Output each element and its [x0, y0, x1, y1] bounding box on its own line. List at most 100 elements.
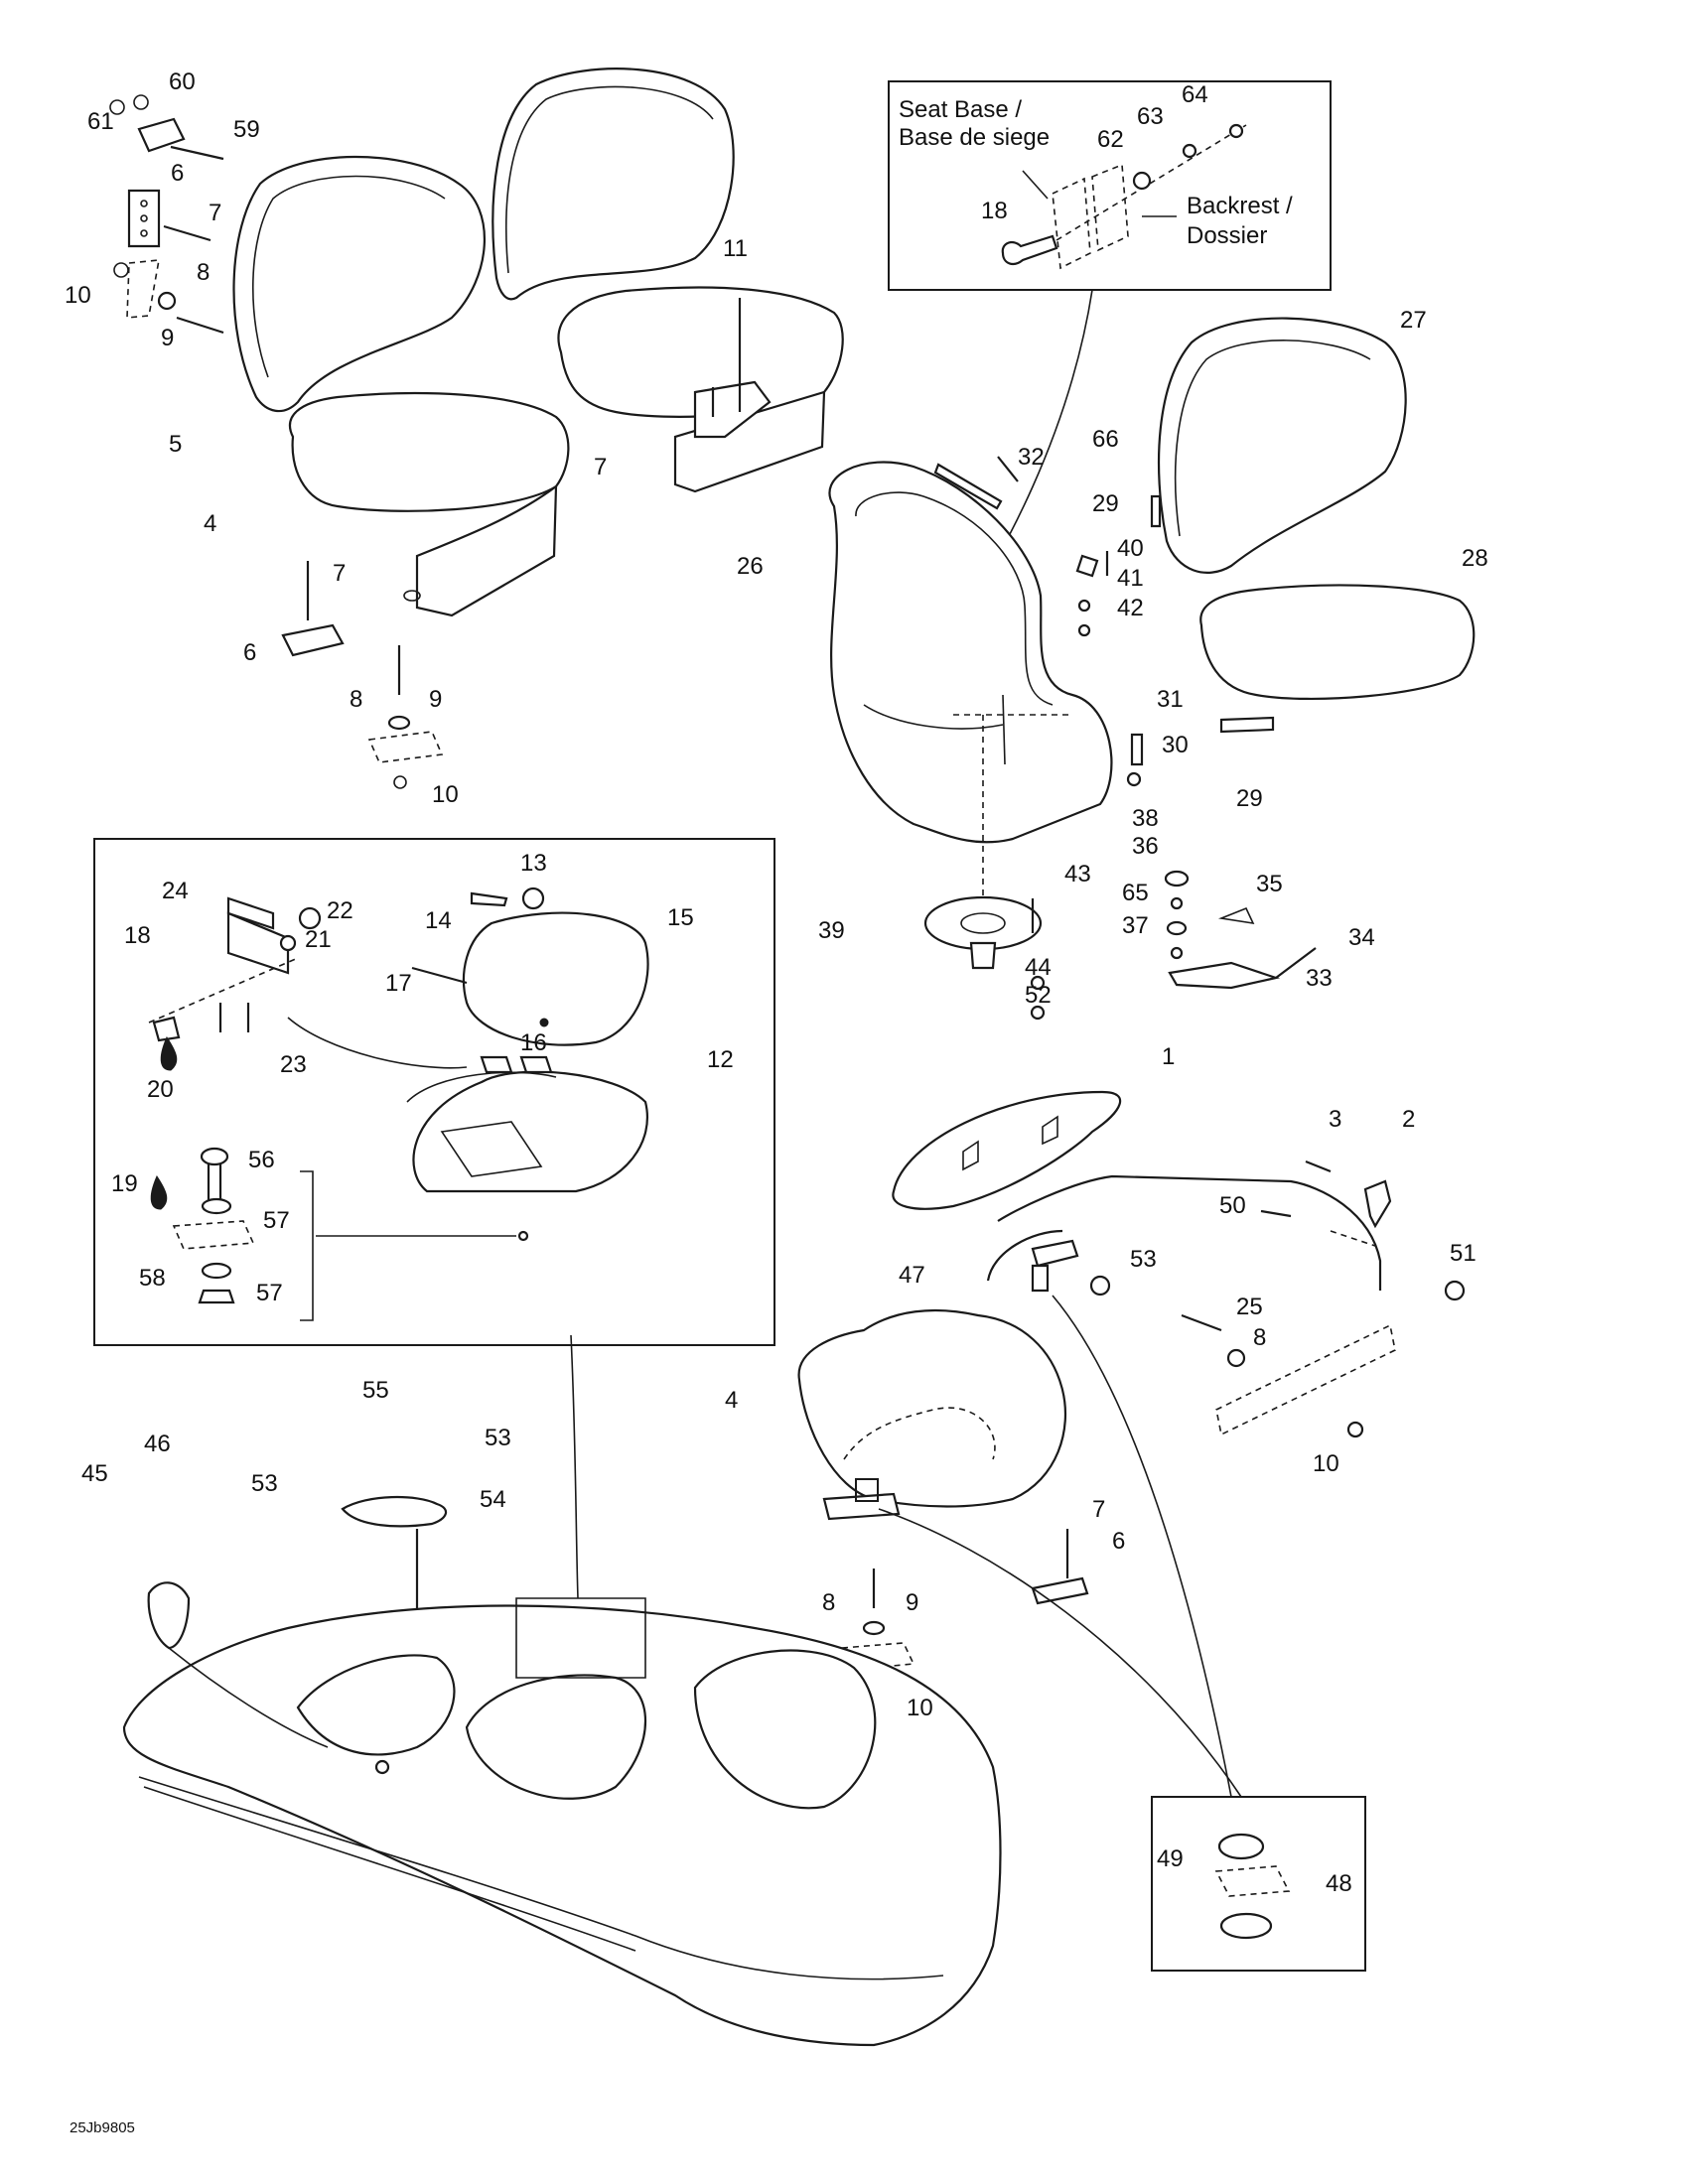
callout-number: 49	[1157, 1845, 1184, 1872]
callout-number: 61	[87, 108, 114, 135]
callout-number: 15	[667, 904, 694, 931]
callout-number: 9	[906, 1589, 918, 1616]
callout-number: 34	[1348, 924, 1375, 951]
callout-number: 23	[280, 1051, 307, 1078]
callout-number: 4	[725, 1387, 738, 1414]
callout-number: 29	[1092, 490, 1119, 517]
callout-number: 53	[485, 1425, 511, 1451]
callout-number: 42	[1117, 595, 1144, 621]
callout-number: 39	[818, 917, 845, 944]
callout-number: 31	[1157, 686, 1184, 713]
callout-number: 14	[425, 907, 452, 934]
inset-grommet	[1151, 1796, 1366, 1972]
callout-number: 65	[1122, 880, 1149, 906]
callout-number: 58	[139, 1265, 166, 1292]
rear-seat-assembly	[797, 1295, 1242, 1798]
callout-number: 36	[1132, 833, 1159, 860]
callout-number: 6	[171, 160, 184, 187]
callout-number: 28	[1462, 545, 1488, 572]
callout-number: 3	[1329, 1106, 1341, 1133]
callout-number: 57	[256, 1280, 283, 1306]
backrest-bracket-assembly	[892, 1090, 1466, 1438]
callout-number: 44	[1025, 954, 1052, 981]
callout-number: 62	[1097, 126, 1124, 153]
callout-number: 27	[1400, 307, 1427, 334]
backrest-part	[232, 155, 486, 413]
clip-part	[109, 94, 224, 335]
callout-number: 4	[204, 510, 216, 537]
callout-number: 37	[1122, 912, 1149, 939]
callout-number: 20	[147, 1076, 174, 1103]
callout-number: 24	[162, 878, 189, 904]
callout-number: 60	[169, 68, 196, 95]
callout-number: 12	[707, 1046, 734, 1073]
callout-number: 59	[233, 116, 260, 143]
callout-number: 1	[1162, 1043, 1175, 1070]
callout-number: 25	[1236, 1294, 1263, 1320]
callout-number: 7	[209, 200, 221, 226]
inset-label-seat-base: Seat Base /	[899, 96, 1022, 123]
callout-number: 2	[1402, 1106, 1415, 1133]
callout-number: 33	[1306, 965, 1333, 992]
callout-number: 29	[1236, 785, 1263, 812]
hull-drawing	[122, 1334, 1002, 2047]
callout-number: 16	[520, 1029, 547, 1056]
callout-number: 63	[1137, 103, 1164, 130]
callout-number: 46	[144, 1431, 171, 1457]
callout-number: 56	[248, 1147, 275, 1173]
callout-number: 9	[429, 686, 442, 713]
callout-number: 8	[350, 686, 362, 713]
seat-assembly-left	[109, 94, 570, 789]
callout-number: 18	[981, 198, 1008, 224]
callout-number: 57	[263, 1207, 290, 1234]
callout-number: 51	[1450, 1240, 1477, 1267]
callout-number: 21	[305, 926, 332, 953]
callout-number: 30	[1162, 732, 1189, 758]
callout-number: 17	[385, 970, 412, 997]
callout-number: 8	[1253, 1324, 1266, 1351]
callout-number: 8	[822, 1589, 835, 1616]
inset-label-seat-base-fr: Base de siege	[899, 124, 1050, 151]
drawing-code: 25Jb9805	[70, 2119, 135, 2136]
callout-number: 40	[1117, 535, 1144, 562]
callout-number: 7	[1092, 1496, 1105, 1523]
callout-number: 38	[1132, 805, 1159, 832]
callout-number: 6	[1112, 1528, 1125, 1555]
pivot-hardware	[923, 551, 1317, 1021]
inset-seat-base-backrest: Seat Base / Base de siege Backrest / Dos…	[888, 80, 1332, 291]
callout-number: 19	[111, 1170, 138, 1197]
callout-number: 66	[1092, 426, 1119, 453]
callout-number: 53	[251, 1470, 278, 1497]
callout-number: 52	[1025, 982, 1052, 1009]
callout-number: 11	[723, 235, 748, 262]
callout-number: 41	[1117, 565, 1144, 592]
callout-number: 10	[1313, 1450, 1339, 1477]
inset-label-backrest-fr: Dossier	[1187, 222, 1267, 249]
callout-number: 47	[899, 1262, 925, 1289]
callout-number: 35	[1256, 871, 1283, 897]
callout-number: 45	[81, 1460, 108, 1487]
callout-number: 10	[432, 781, 459, 808]
inset-label-backrest: Backrest /	[1187, 193, 1293, 219]
callout-number: 54	[480, 1486, 506, 1513]
callout-number: 8	[197, 259, 210, 286]
callout-number: 7	[333, 560, 346, 587]
bucket-seat-part	[828, 456, 1113, 844]
callout-number: 64	[1182, 81, 1208, 108]
inset-hatch-assembly	[93, 838, 775, 1346]
callout-number: 9	[161, 325, 174, 351]
seat-assembly-center	[492, 68, 844, 493]
callout-number: 32	[1018, 444, 1045, 471]
callout-number: 6	[243, 639, 256, 666]
callout-number: 48	[1326, 1870, 1352, 1897]
callout-number: 5	[169, 431, 182, 458]
callout-number: 10	[65, 282, 91, 309]
callout-number: 26	[737, 553, 764, 580]
seat-assembly-right	[1150, 317, 1476, 734]
callout-number: 53	[1130, 1246, 1157, 1273]
mount-plate-lower	[281, 561, 444, 789]
callout-number: 22	[327, 897, 353, 924]
callout-number: 13	[520, 850, 547, 877]
